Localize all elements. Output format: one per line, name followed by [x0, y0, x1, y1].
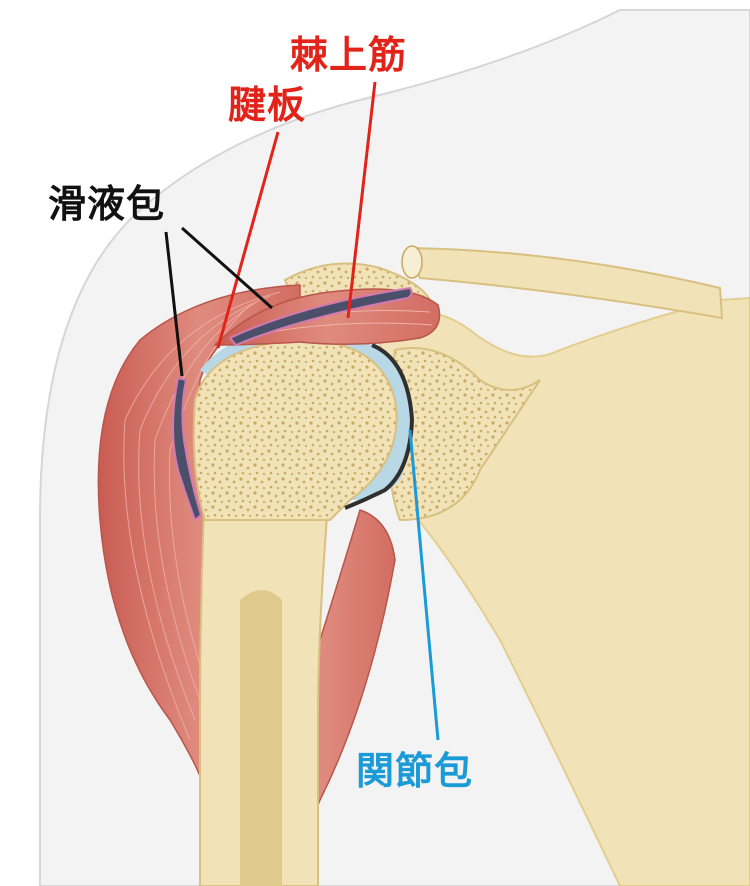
subacromial-bursa: [228, 286, 413, 347]
label-bursa: 滑液包: [48, 182, 166, 226]
deltoid-muscle: [97, 284, 301, 791]
leader-line-supraspinatus: [346, 81, 377, 319]
humeral-head: [192, 338, 398, 521]
clavicle-end: [401, 245, 423, 279]
joint-capsule-line: [344, 343, 415, 510]
label-joint-capsule: 関節包: [356, 749, 474, 793]
leader-line-bursa-vertical: [164, 231, 184, 377]
subdeltoid-bursa: [172, 376, 203, 522]
leader-line-tendon: [216, 131, 280, 349]
label-supraspinatus: 棘上筋: [290, 33, 408, 77]
label-tendon-plate: 腱板: [228, 83, 307, 127]
leader-line-bursa-horizontal: [181, 226, 273, 310]
medullary-canal: [240, 590, 282, 886]
clavicle: [406, 246, 724, 320]
leader-line-capsule: [408, 429, 440, 741]
